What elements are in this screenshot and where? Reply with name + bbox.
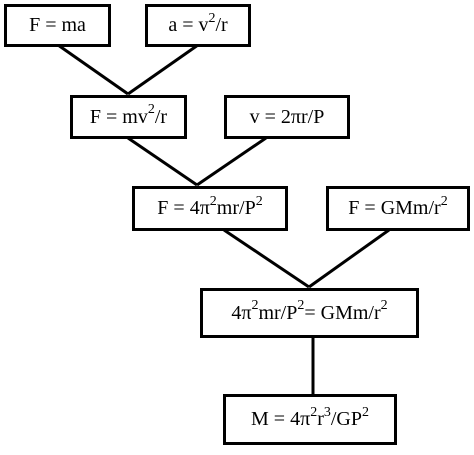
equation-text: v = 2πr/P	[249, 105, 325, 128]
equation-superscript: 2	[361, 404, 369, 420]
equation-text: F = mv	[89, 105, 148, 128]
equation-f-ma: F = ma	[4, 4, 111, 47]
equation-text: a = v	[168, 14, 209, 36]
equation-text: /r	[215, 14, 228, 36]
equation-superscript: 2	[209, 193, 217, 209]
equation-text: M = 4π	[251, 408, 311, 430]
equation-text: 4π	[231, 301, 252, 324]
connector-a-v2r	[127, 43, 199, 96]
equation-text: /r	[154, 105, 168, 128]
equation-superscript: 2	[297, 298, 305, 313]
equation-superscript: 2	[255, 193, 263, 209]
equation-text: r	[317, 408, 324, 430]
equation-text: F = GMm/r	[348, 197, 441, 219]
equation-text: mr/P	[258, 301, 298, 324]
equation-superscript: 3	[323, 404, 331, 420]
connector-f-ma	[57, 43, 129, 96]
equation-text: F = ma	[29, 14, 86, 36]
connector-f-gmm-r2	[308, 228, 390, 289]
equation-superscript: 2	[251, 298, 259, 313]
connector-f-4pi2mr-p2	[223, 228, 310, 289]
connector-v-2pir-p	[196, 136, 267, 187]
equation-superscript: 2	[440, 193, 448, 209]
equation-v-2pir-p: v = 2πr/P	[224, 95, 350, 139]
equation-text: F = 4π	[157, 197, 210, 219]
equation-superscript: 2	[208, 10, 216, 26]
connector-f-mv2r	[127, 136, 198, 187]
equation-text: /GP	[330, 408, 362, 430]
equation-superscript: 2	[380, 298, 388, 313]
equation-text: mr/P	[216, 197, 256, 219]
equation-superscript: 2	[147, 102, 155, 117]
equation-superscript: 2	[310, 404, 318, 420]
equation-text: = GMm/r	[304, 301, 381, 324]
